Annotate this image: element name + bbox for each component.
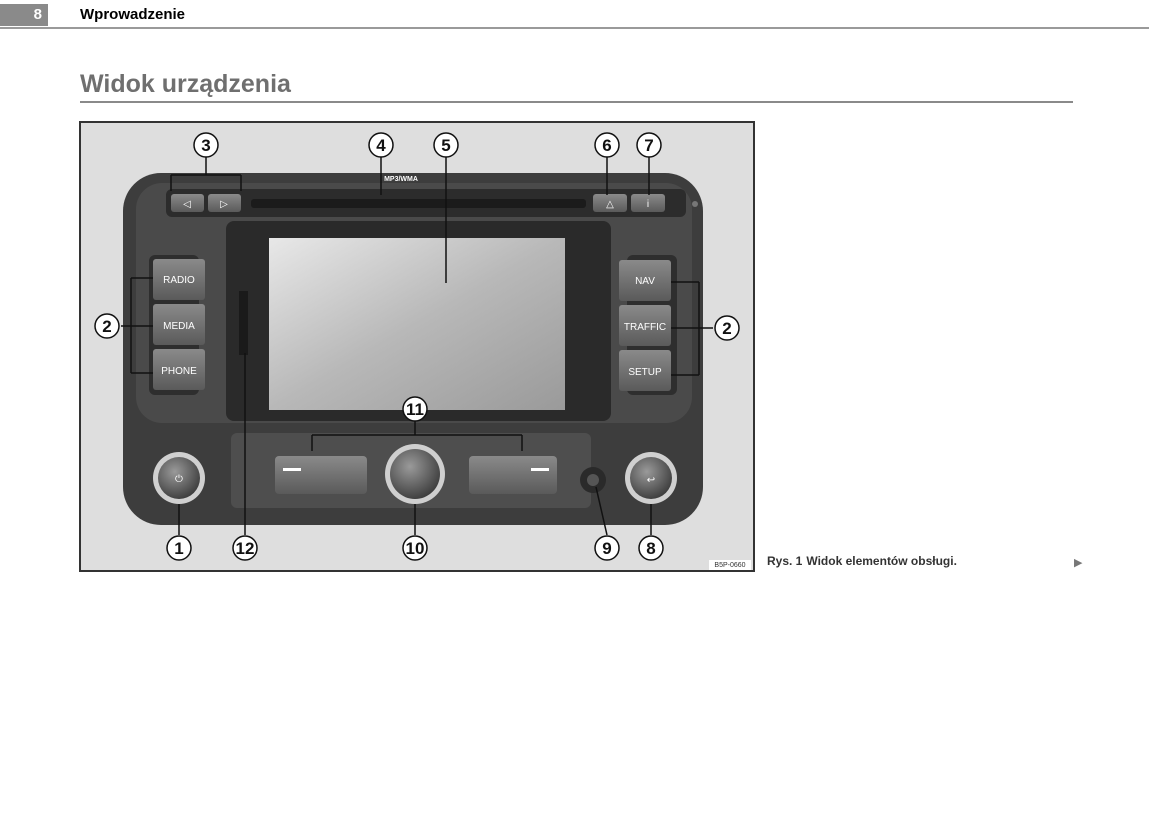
arrow-right-icon: ▷ bbox=[220, 199, 228, 210]
svg-text:11: 11 bbox=[406, 400, 424, 419]
phone-label: PHONE bbox=[161, 366, 197, 377]
callout-9: 9 bbox=[594, 535, 620, 561]
left-soft-button[interactable] bbox=[275, 456, 367, 494]
caption-text: Widok elementów obsługi. bbox=[806, 554, 957, 568]
media-button[interactable] bbox=[153, 304, 205, 345]
chapter-title: Wprowadzenie bbox=[80, 6, 186, 23]
svg-text:1: 1 bbox=[174, 539, 183, 558]
section-title: Widok urządzenia bbox=[80, 70, 291, 98]
touch-screen[interactable] bbox=[269, 238, 565, 410]
prev-button[interactable] bbox=[171, 194, 204, 212]
disc-slot[interactable] bbox=[251, 199, 586, 208]
arrow-left-icon: ◁ bbox=[183, 199, 191, 210]
image-code: B5P-0660 bbox=[714, 562, 745, 569]
header-rule bbox=[0, 27, 1149, 29]
right-soft-button[interactable] bbox=[469, 456, 557, 494]
section-rule bbox=[80, 101, 1073, 103]
info-button[interactable] bbox=[631, 194, 665, 212]
svg-text:10: 10 bbox=[406, 539, 425, 558]
callout-1: 1 bbox=[166, 535, 192, 561]
main-knob[interactable] bbox=[390, 449, 440, 499]
svg-text:8: 8 bbox=[646, 539, 655, 558]
svg-text:4: 4 bbox=[376, 136, 386, 155]
radio-button[interactable] bbox=[153, 259, 205, 300]
svg-text:6: 6 bbox=[602, 136, 611, 155]
callout-4: 4 bbox=[368, 132, 394, 158]
callout-10: 10 bbox=[402, 535, 428, 561]
nav-button[interactable] bbox=[619, 260, 671, 301]
media-label: MEDIA bbox=[163, 321, 195, 332]
device-illustration: MP3/WMA ◁ ▷ △ i RADIO MEDIA PHONE NAV TR… bbox=[81, 123, 753, 570]
nav-label: NAV bbox=[635, 276, 655, 287]
sd-card-slot[interactable] bbox=[239, 291, 248, 355]
caption-label: Rys. 1 bbox=[767, 554, 803, 568]
callout-8: 8 bbox=[638, 535, 664, 561]
power-icon: ⏻ bbox=[175, 474, 183, 485]
device-figure: MP3/WMA ◁ ▷ △ i RADIO MEDIA PHONE NAV TR… bbox=[79, 121, 755, 572]
callout-6: 6 bbox=[594, 132, 620, 158]
svg-text:3: 3 bbox=[201, 136, 210, 155]
phone-button[interactable] bbox=[153, 349, 205, 390]
setup-button[interactable] bbox=[619, 350, 671, 391]
callout-2-left: 2 bbox=[94, 313, 120, 339]
callout-5: 5 bbox=[433, 132, 459, 158]
svg-text:2: 2 bbox=[722, 319, 731, 338]
svg-text:9: 9 bbox=[602, 539, 611, 558]
svg-text:7: 7 bbox=[644, 136, 653, 155]
page-number: 8 bbox=[0, 4, 48, 26]
radio-label: RADIO bbox=[163, 275, 195, 286]
continue-arrow-icon: ▶ bbox=[1074, 557, 1083, 569]
disc-format-label: MP3/WMA bbox=[384, 176, 418, 183]
callout-11: 11 bbox=[402, 396, 428, 422]
callout-3: 3 bbox=[193, 132, 219, 158]
callout-2-right: 2 bbox=[714, 315, 740, 341]
info-icon: i bbox=[647, 199, 649, 210]
callout-12: 12 bbox=[232, 535, 258, 561]
next-button[interactable] bbox=[208, 194, 241, 212]
svg-text:12: 12 bbox=[236, 539, 255, 558]
power-knob[interactable] bbox=[158, 457, 200, 499]
back-knob[interactable] bbox=[630, 457, 672, 499]
traffic-button[interactable] bbox=[619, 305, 671, 346]
setup-label: SETUP bbox=[628, 367, 662, 378]
svg-text:2: 2 bbox=[102, 317, 111, 336]
eject-icon: △ bbox=[606, 199, 614, 210]
traffic-label: TRAFFIC bbox=[624, 322, 666, 333]
callout-7: 7 bbox=[636, 132, 662, 158]
svg-text:5: 5 bbox=[441, 136, 450, 155]
back-icon: ↩ bbox=[647, 475, 655, 486]
eject-button[interactable] bbox=[593, 194, 627, 212]
